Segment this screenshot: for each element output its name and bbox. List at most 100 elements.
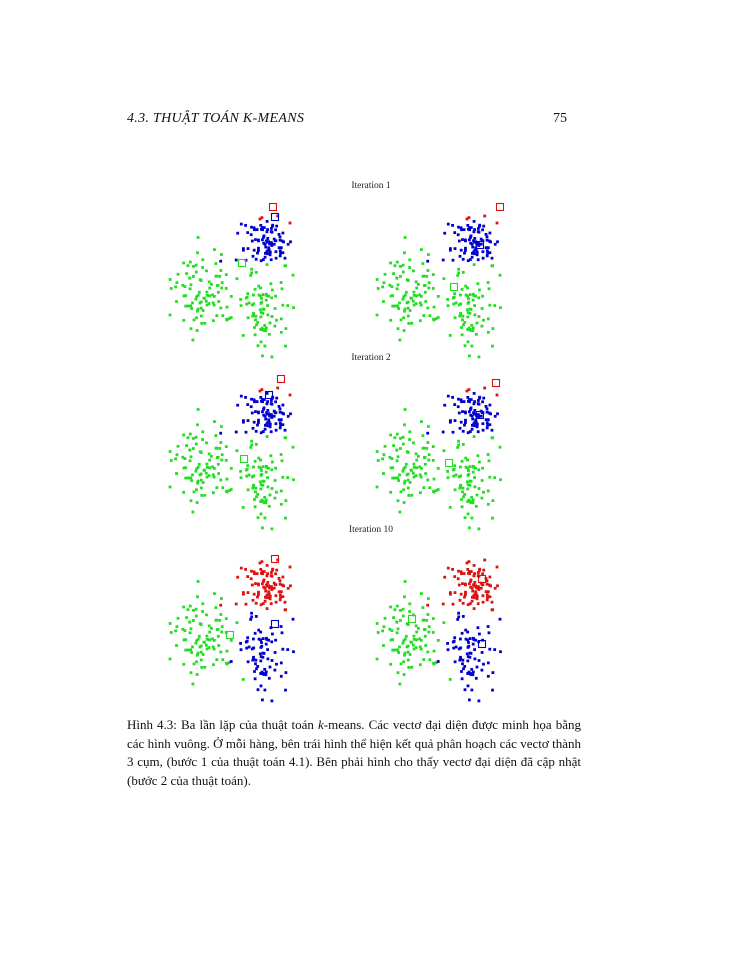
data-point bbox=[480, 411, 484, 414]
data-point bbox=[418, 473, 422, 477]
data-point bbox=[203, 321, 207, 325]
data-point bbox=[452, 639, 456, 643]
data-point bbox=[491, 671, 495, 674]
data-point bbox=[398, 682, 402, 686]
data-point bbox=[218, 275, 222, 278]
data-point bbox=[291, 273, 295, 277]
data-point bbox=[428, 658, 432, 662]
data-point bbox=[395, 448, 399, 452]
data-point bbox=[284, 688, 287, 692]
scatter-panel-iter1-right bbox=[375, 202, 505, 359]
data-point bbox=[467, 388, 471, 391]
data-point bbox=[256, 344, 260, 348]
data-point bbox=[251, 254, 255, 258]
data-point bbox=[427, 281, 431, 285]
data-point bbox=[249, 233, 253, 237]
data-point bbox=[495, 393, 499, 397]
data-point bbox=[477, 230, 481, 234]
data-point bbox=[470, 427, 474, 431]
data-point bbox=[250, 225, 253, 229]
data-point bbox=[241, 506, 245, 509]
data-point bbox=[426, 259, 430, 263]
data-point bbox=[451, 224, 454, 227]
data-point bbox=[263, 255, 267, 259]
data-point bbox=[249, 274, 253, 277]
data-point bbox=[434, 661, 438, 664]
centroid-marker-blue bbox=[477, 639, 487, 649]
data-point bbox=[278, 407, 282, 411]
data-point bbox=[475, 594, 479, 598]
data-point bbox=[286, 648, 290, 651]
data-point bbox=[486, 330, 490, 334]
data-point bbox=[190, 479, 193, 482]
data-point bbox=[188, 260, 192, 264]
data-point bbox=[426, 269, 430, 272]
data-point bbox=[459, 313, 463, 317]
data-point bbox=[461, 601, 465, 605]
data-point bbox=[482, 568, 486, 572]
data-point bbox=[375, 313, 379, 317]
data-point bbox=[236, 403, 240, 407]
data-point bbox=[474, 504, 478, 508]
data-point bbox=[273, 307, 277, 310]
data-point bbox=[375, 622, 379, 625]
data-point bbox=[260, 216, 264, 219]
data-point bbox=[499, 478, 502, 482]
data-point bbox=[189, 476, 193, 480]
data-point bbox=[414, 452, 418, 456]
data-point bbox=[476, 626, 480, 630]
data-point bbox=[281, 423, 285, 427]
data-point bbox=[453, 636, 457, 640]
data-point bbox=[493, 304, 497, 307]
data-point bbox=[265, 636, 268, 640]
data-point bbox=[188, 432, 192, 436]
data-point bbox=[196, 580, 200, 583]
data-point bbox=[466, 224, 470, 227]
data-point bbox=[220, 625, 224, 629]
data-point bbox=[200, 494, 204, 497]
data-point bbox=[463, 595, 466, 599]
centroid-marker-green bbox=[225, 630, 235, 640]
data-point bbox=[403, 423, 406, 427]
data-point bbox=[395, 604, 399, 608]
data-point bbox=[460, 459, 464, 463]
data-point bbox=[262, 652, 266, 655]
data-point bbox=[279, 595, 282, 599]
data-point bbox=[265, 392, 269, 395]
data-point bbox=[486, 246, 490, 250]
data-point bbox=[254, 257, 258, 261]
data-point bbox=[453, 247, 457, 250]
data-point bbox=[268, 242, 271, 246]
data-point bbox=[499, 650, 502, 654]
data-point bbox=[464, 284, 468, 288]
data-point bbox=[461, 318, 464, 322]
data-point bbox=[382, 453, 386, 457]
data-point bbox=[452, 295, 456, 299]
data-point bbox=[279, 489, 283, 493]
data-point bbox=[195, 316, 198, 320]
data-point bbox=[406, 658, 410, 662]
centroid-marker-blue bbox=[270, 619, 280, 629]
data-point bbox=[245, 646, 249, 650]
data-point bbox=[415, 638, 418, 642]
data-point bbox=[480, 324, 484, 328]
data-point bbox=[279, 590, 283, 594]
data-point bbox=[205, 303, 209, 307]
data-point bbox=[182, 261, 185, 265]
data-point bbox=[464, 628, 468, 632]
data-point bbox=[272, 409, 276, 413]
data-point bbox=[195, 488, 198, 492]
data-point bbox=[460, 670, 463, 673]
data-point bbox=[490, 600, 494, 604]
data-point bbox=[475, 493, 479, 497]
data-point bbox=[427, 625, 431, 629]
data-point bbox=[391, 294, 395, 298]
data-point bbox=[420, 248, 423, 251]
data-point bbox=[261, 570, 264, 573]
data-point bbox=[189, 627, 193, 631]
data-point bbox=[265, 230, 269, 234]
data-point bbox=[465, 561, 469, 565]
data-point bbox=[463, 665, 467, 668]
data-point bbox=[273, 496, 277, 500]
data-point bbox=[410, 493, 414, 497]
